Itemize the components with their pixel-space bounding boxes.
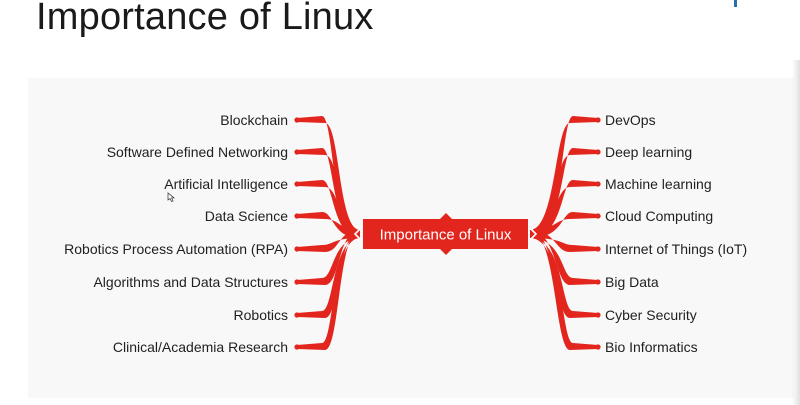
left-branch-tip — [294, 213, 300, 219]
left-branch-tip — [294, 117, 300, 123]
left-branch-tip — [294, 344, 300, 350]
left-branch-line — [297, 116, 360, 238]
left-branch-tip — [294, 181, 300, 187]
slide-title: Importance of Linux — [36, 0, 374, 38]
mouse-cursor-icon — [167, 192, 176, 202]
right-branch-line — [530, 230, 598, 350]
left-branch-tip — [294, 279, 300, 285]
right-branch-label: Deep learning — [605, 144, 692, 160]
right-branch-tip — [595, 279, 601, 285]
left-branch-label: Algorithms and Data Structures — [93, 274, 288, 290]
left-branch-label: Data Science — [205, 208, 288, 224]
right-branch-tip — [595, 181, 601, 187]
right-branch-label: Big Data — [605, 274, 659, 290]
right-branch-line — [530, 116, 598, 238]
collapse-right-icon — [530, 228, 538, 240]
left-branch-label: Artificial Intelligence — [164, 176, 288, 192]
right-branch-label: Machine learning — [605, 176, 712, 192]
center-node-box — [363, 219, 528, 249]
right-branch-label: Internet of Things (IoT) — [605, 241, 747, 257]
left-branch-line — [297, 180, 360, 238]
right-branch-tip — [595, 246, 601, 252]
left-branch-line — [297, 230, 360, 252]
left-branch-label: Robotics — [234, 307, 288, 323]
right-branch-line — [530, 230, 598, 252]
right-branch-line — [530, 212, 598, 238]
left-branch-line — [297, 230, 360, 318]
left-branch-tip — [294, 246, 300, 252]
left-branch-label: Robotics Process Automation (RPA) — [64, 241, 288, 257]
logo-mark — [734, 0, 737, 7]
left-branch-line — [297, 230, 360, 350]
left-branch-label: Software Defined Networking — [107, 144, 288, 160]
collapse-left-icon — [353, 228, 361, 240]
center-node-notch-bottom — [440, 249, 452, 255]
left-branch-tip — [294, 312, 300, 318]
left-branch-tip — [294, 149, 300, 155]
right-branch-label: Cyber Security — [605, 307, 697, 323]
right-branch-label: Bio Informatics — [605, 339, 698, 355]
right-branch-label: Cloud Computing — [605, 208, 713, 224]
left-branch-line — [297, 148, 360, 238]
right-branch-line — [530, 148, 598, 238]
edge-shade — [792, 60, 800, 405]
right-branch-tip — [595, 312, 601, 318]
center-node: Importance of Linux — [353, 213, 538, 255]
left-branch-line — [297, 212, 360, 238]
left-branch-label: Blockchain — [220, 112, 288, 128]
right-branch-tip — [595, 213, 601, 219]
right-branch-tip — [595, 344, 601, 350]
right-branch-tip — [595, 149, 601, 155]
right-branch-line — [530, 180, 598, 238]
publisher-logo-icon — [732, 0, 800, 8]
center-node-label: Importance of Linux — [380, 227, 512, 244]
right-branch-tip — [595, 117, 601, 123]
right-branch-label: DevOps — [605, 112, 656, 128]
left-branch-label: Clinical/Academia Research — [113, 339, 288, 355]
center-node-notch-top — [440, 213, 452, 219]
